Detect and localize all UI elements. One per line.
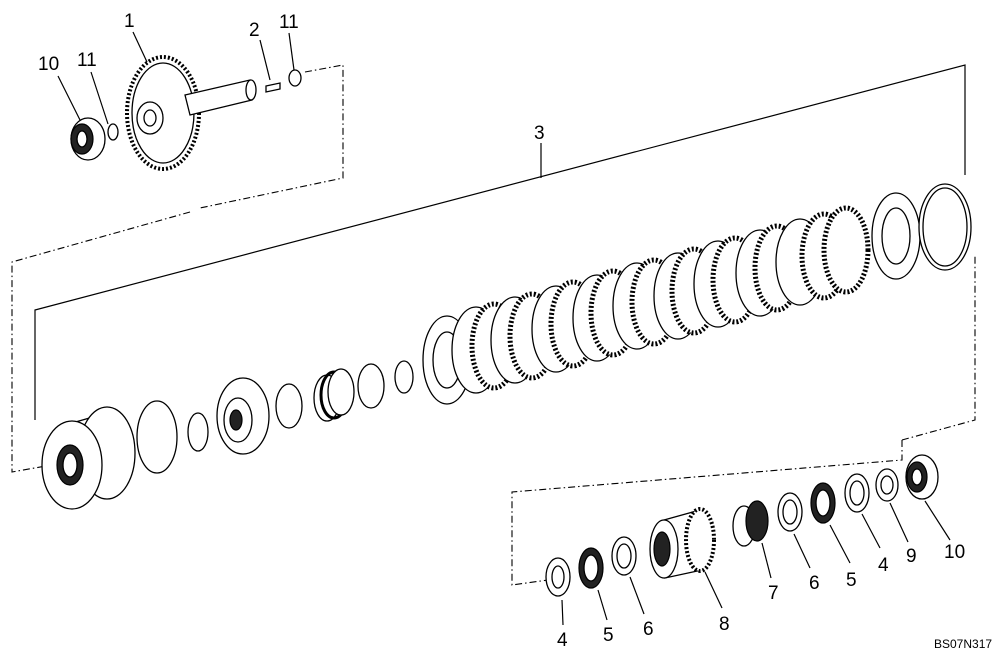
gear-assembly-boundary bbox=[511, 440, 903, 586]
leader-4-right bbox=[861, 513, 881, 549]
clutch-pack-assembly bbox=[11, 64, 976, 510]
part-11-snap-ring-left bbox=[107, 123, 119, 141]
small-o-ring bbox=[187, 412, 209, 452]
callout-7: 7 bbox=[768, 583, 779, 604]
part-2-pin bbox=[265, 82, 281, 93]
output-gear-assembly bbox=[511, 440, 951, 626]
part-7-needle-bearing bbox=[732, 500, 769, 547]
large-o-ring bbox=[136, 400, 178, 474]
leader-4-left bbox=[561, 599, 564, 626]
leader-10-right bbox=[924, 500, 951, 541]
callout-9: 9 bbox=[906, 546, 917, 567]
part-6-washer-right bbox=[777, 492, 803, 532]
callout-2: 2 bbox=[249, 20, 260, 41]
leader-11-top bbox=[288, 32, 295, 71]
leader-6-left bbox=[629, 576, 645, 615]
part-9-lock-washer bbox=[875, 468, 899, 502]
clutch-plates bbox=[422, 183, 972, 405]
part-10-bearing-right bbox=[905, 454, 939, 500]
part-3-bracket bbox=[34, 64, 966, 420]
callout-11-top: 11 bbox=[279, 12, 299, 33]
callout-3: 3 bbox=[534, 123, 545, 144]
shaft-assembly-boundary bbox=[199, 64, 344, 209]
part-5-race-left bbox=[578, 547, 604, 589]
leader-8 bbox=[704, 571, 723, 609]
piston bbox=[216, 377, 270, 455]
leader-1 bbox=[132, 31, 148, 63]
callout-11-left: 11 bbox=[77, 50, 97, 71]
leader-9 bbox=[889, 502, 909, 543]
part-4-washer-left bbox=[545, 557, 571, 597]
part-4-washer-right bbox=[844, 473, 870, 513]
leader-10-top bbox=[57, 75, 81, 121]
leader-6-right bbox=[793, 533, 811, 569]
callout-labels: 1 2 11 10 11 3 4 5 6 8 7 6 5 4 9 10 bbox=[38, 11, 965, 651]
leader-2 bbox=[259, 39, 271, 81]
callout-8: 8 bbox=[719, 614, 730, 635]
snap-ring bbox=[394, 360, 414, 394]
leader-5-right bbox=[829, 524, 851, 564]
callout-6-left: 6 bbox=[643, 619, 654, 640]
part-11-snap-ring-right bbox=[288, 69, 302, 87]
shaft-assembly bbox=[57, 31, 344, 209]
leader-5-left bbox=[597, 589, 608, 621]
callout-4-left: 4 bbox=[557, 630, 568, 651]
clutch-drum bbox=[41, 406, 136, 510]
part-1-gear-shaft bbox=[125, 55, 257, 171]
part-5-race-right bbox=[810, 482, 836, 524]
leader-7 bbox=[761, 542, 772, 579]
clutch-boundary-right bbox=[901, 255, 976, 441]
clutch-boundary-left bbox=[11, 211, 191, 473]
callout-4-right: 4 bbox=[878, 555, 889, 576]
seal-ring bbox=[275, 383, 303, 429]
callout-6-right: 6 bbox=[809, 573, 820, 594]
thrust-ring bbox=[357, 363, 385, 409]
spring-pack bbox=[313, 368, 355, 422]
callout-10-right: 10 bbox=[944, 542, 965, 563]
figure-code: BS07N317 bbox=[934, 637, 992, 651]
callout-1: 1 bbox=[124, 11, 135, 32]
leader-11-left bbox=[90, 71, 109, 125]
callout-5-right: 5 bbox=[846, 570, 857, 591]
callout-5-left: 5 bbox=[603, 625, 614, 646]
part-10-bearing-top bbox=[70, 117, 106, 161]
callout-10-top: 10 bbox=[38, 54, 59, 75]
part-6-washer-left bbox=[611, 536, 637, 576]
part-8-gear bbox=[649, 507, 716, 579]
